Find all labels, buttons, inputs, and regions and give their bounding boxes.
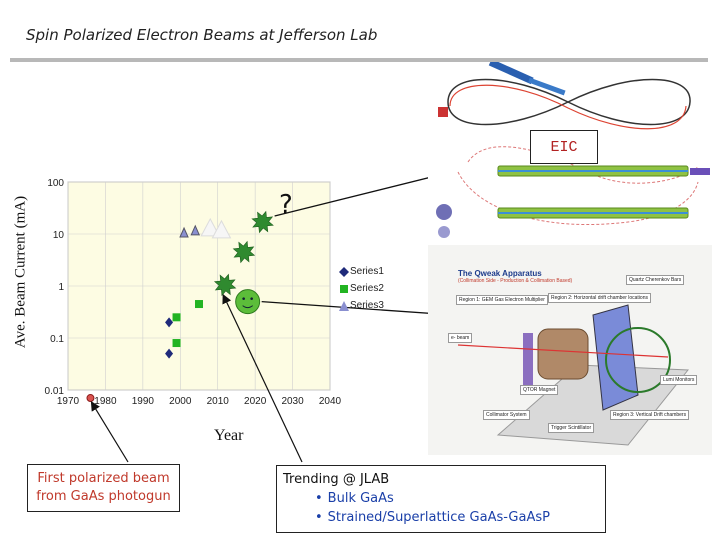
beam-path xyxy=(467,146,699,184)
data-points xyxy=(86,210,274,403)
smiley-icon xyxy=(235,289,261,315)
beam-dump xyxy=(690,168,710,175)
data-point-square xyxy=(172,313,181,322)
diamond-icon xyxy=(339,266,349,277)
legend-item-series3: Series3 xyxy=(338,297,400,314)
beam-path xyxy=(457,171,699,225)
x-axis-ticks: 1970 1980 1990 2000 2010 2020 2030 2040 xyxy=(57,396,342,407)
eic-label-box: EIC xyxy=(530,130,598,164)
chart-grid xyxy=(67,181,331,391)
legend-item-series2: Series2 xyxy=(338,280,400,297)
ghost-triangle-marker xyxy=(200,217,221,237)
x-tick-label: 2040 xyxy=(319,396,342,407)
first-source-callout: First polarized beam from GaAs photogun xyxy=(27,464,180,512)
smiley-eye xyxy=(242,297,245,300)
qweak-label: Region 2: Horizontal drift chamber locat… xyxy=(548,293,651,303)
trending-item-text: Strained/Superlattice GaAs-GaAsP xyxy=(327,510,550,525)
data-point-square xyxy=(195,300,203,309)
data-point-diamond xyxy=(165,348,174,359)
trending-item: • Strained/Superlattice GaAs-GaAsP xyxy=(283,508,605,527)
beamline-segment xyxy=(528,77,566,96)
qweak-label: Trigger Scintillator xyxy=(548,423,595,433)
question-mark-annotation: ? xyxy=(279,190,293,220)
y-axis-ticks: 0.01 0.1 1 10 100 xyxy=(45,178,65,397)
quartz-bar-ring xyxy=(605,327,671,393)
qweak-label: Quartz Cherenkov Bars xyxy=(626,275,685,285)
first-source-dot xyxy=(86,394,95,403)
data-point-diamond xyxy=(165,317,174,328)
x-tick-label: 1980 xyxy=(94,396,117,407)
legend-label: Series3 xyxy=(350,300,384,311)
data-point-triangle xyxy=(190,224,201,236)
y-tick-label: 10 xyxy=(53,230,65,241)
y-tick-label: 0.1 xyxy=(50,334,64,345)
magnet-block xyxy=(438,107,448,117)
data-point-square xyxy=(172,339,181,348)
arrow-from-trending xyxy=(222,293,303,463)
qweak-label: Collimator System xyxy=(483,410,530,420)
smiley-eye xyxy=(250,297,253,300)
legend-label: Series2 xyxy=(350,283,384,294)
starburst-marker xyxy=(251,210,274,234)
data-point-triangle xyxy=(179,226,189,238)
beam-line xyxy=(457,344,669,358)
linac-upper-core xyxy=(498,170,688,172)
ghost-triangle-marker xyxy=(211,219,232,239)
y-tick-label: 1 xyxy=(58,282,64,293)
y-tick-label: 0.01 xyxy=(45,386,65,397)
smiley-face xyxy=(235,289,261,315)
arrow-to-first-source xyxy=(90,401,129,463)
x-tick-label: 1990 xyxy=(132,396,155,407)
square-icon xyxy=(340,284,348,293)
trending-item-text: Bulk GaAs xyxy=(327,491,394,506)
qweak-label: Region 1: GEM Gas Electron Multiplier xyxy=(456,295,548,305)
x-tick-label: 2020 xyxy=(244,396,267,407)
title-divider xyxy=(10,58,708,62)
injector-component xyxy=(438,226,450,238)
starburst-marker xyxy=(232,240,256,264)
qtor-magnet xyxy=(537,328,589,380)
qweak-label: Lumi Monitors xyxy=(660,375,698,385)
qweak-label: Region 3: Vertical Drift chambers xyxy=(610,410,690,420)
linac-lower-core xyxy=(498,212,688,214)
beamline-segment xyxy=(488,62,534,85)
slide-title: Spin Polarized Electron Beams at Jeffers… xyxy=(26,26,378,44)
trending-callout: Trending @ JLAB • Bulk GaAs • Strained/Sup… xyxy=(276,465,606,533)
qweak-apparatus-picture: The Qweak Apparatus (Collimation Side - … xyxy=(428,245,712,455)
qweak-label: e- beam xyxy=(448,333,473,343)
x-axis-label: Year xyxy=(214,427,244,444)
triangle-icon xyxy=(339,300,349,311)
injector-component xyxy=(436,204,452,220)
trending-title: Trending @ JLAB xyxy=(283,472,390,487)
qweak-title: The Qweak Apparatus xyxy=(458,269,542,278)
starburst-marker xyxy=(213,273,237,297)
smiley-mouth xyxy=(242,305,253,309)
x-tick-label: 1970 xyxy=(57,396,80,407)
collimator xyxy=(523,333,533,393)
detector-panel xyxy=(592,304,639,411)
ring-track xyxy=(447,78,691,126)
qweak-subtitle: (Collimation Side - Production & Collima… xyxy=(458,278,573,284)
x-tick-label: 2030 xyxy=(281,396,304,407)
x-tick-label: 2000 xyxy=(169,396,192,407)
trending-item: • Bulk GaAs xyxy=(283,489,605,508)
ring-track-red xyxy=(449,84,687,130)
chart-legend: Series1 Series2 Series3 xyxy=(338,263,400,317)
x-tick-label: 2010 xyxy=(207,396,230,407)
qweak-label: QTOR Magnet xyxy=(520,385,559,395)
bullet-icon: • xyxy=(315,491,323,506)
legend-item-series1: Series1 xyxy=(338,263,400,280)
legend-label: Series1 xyxy=(350,266,384,277)
y-axis-label: Ave. Beam Current (mA) xyxy=(12,195,29,349)
y-tick-label: 100 xyxy=(47,178,64,189)
bullet-icon: • xyxy=(315,510,323,525)
